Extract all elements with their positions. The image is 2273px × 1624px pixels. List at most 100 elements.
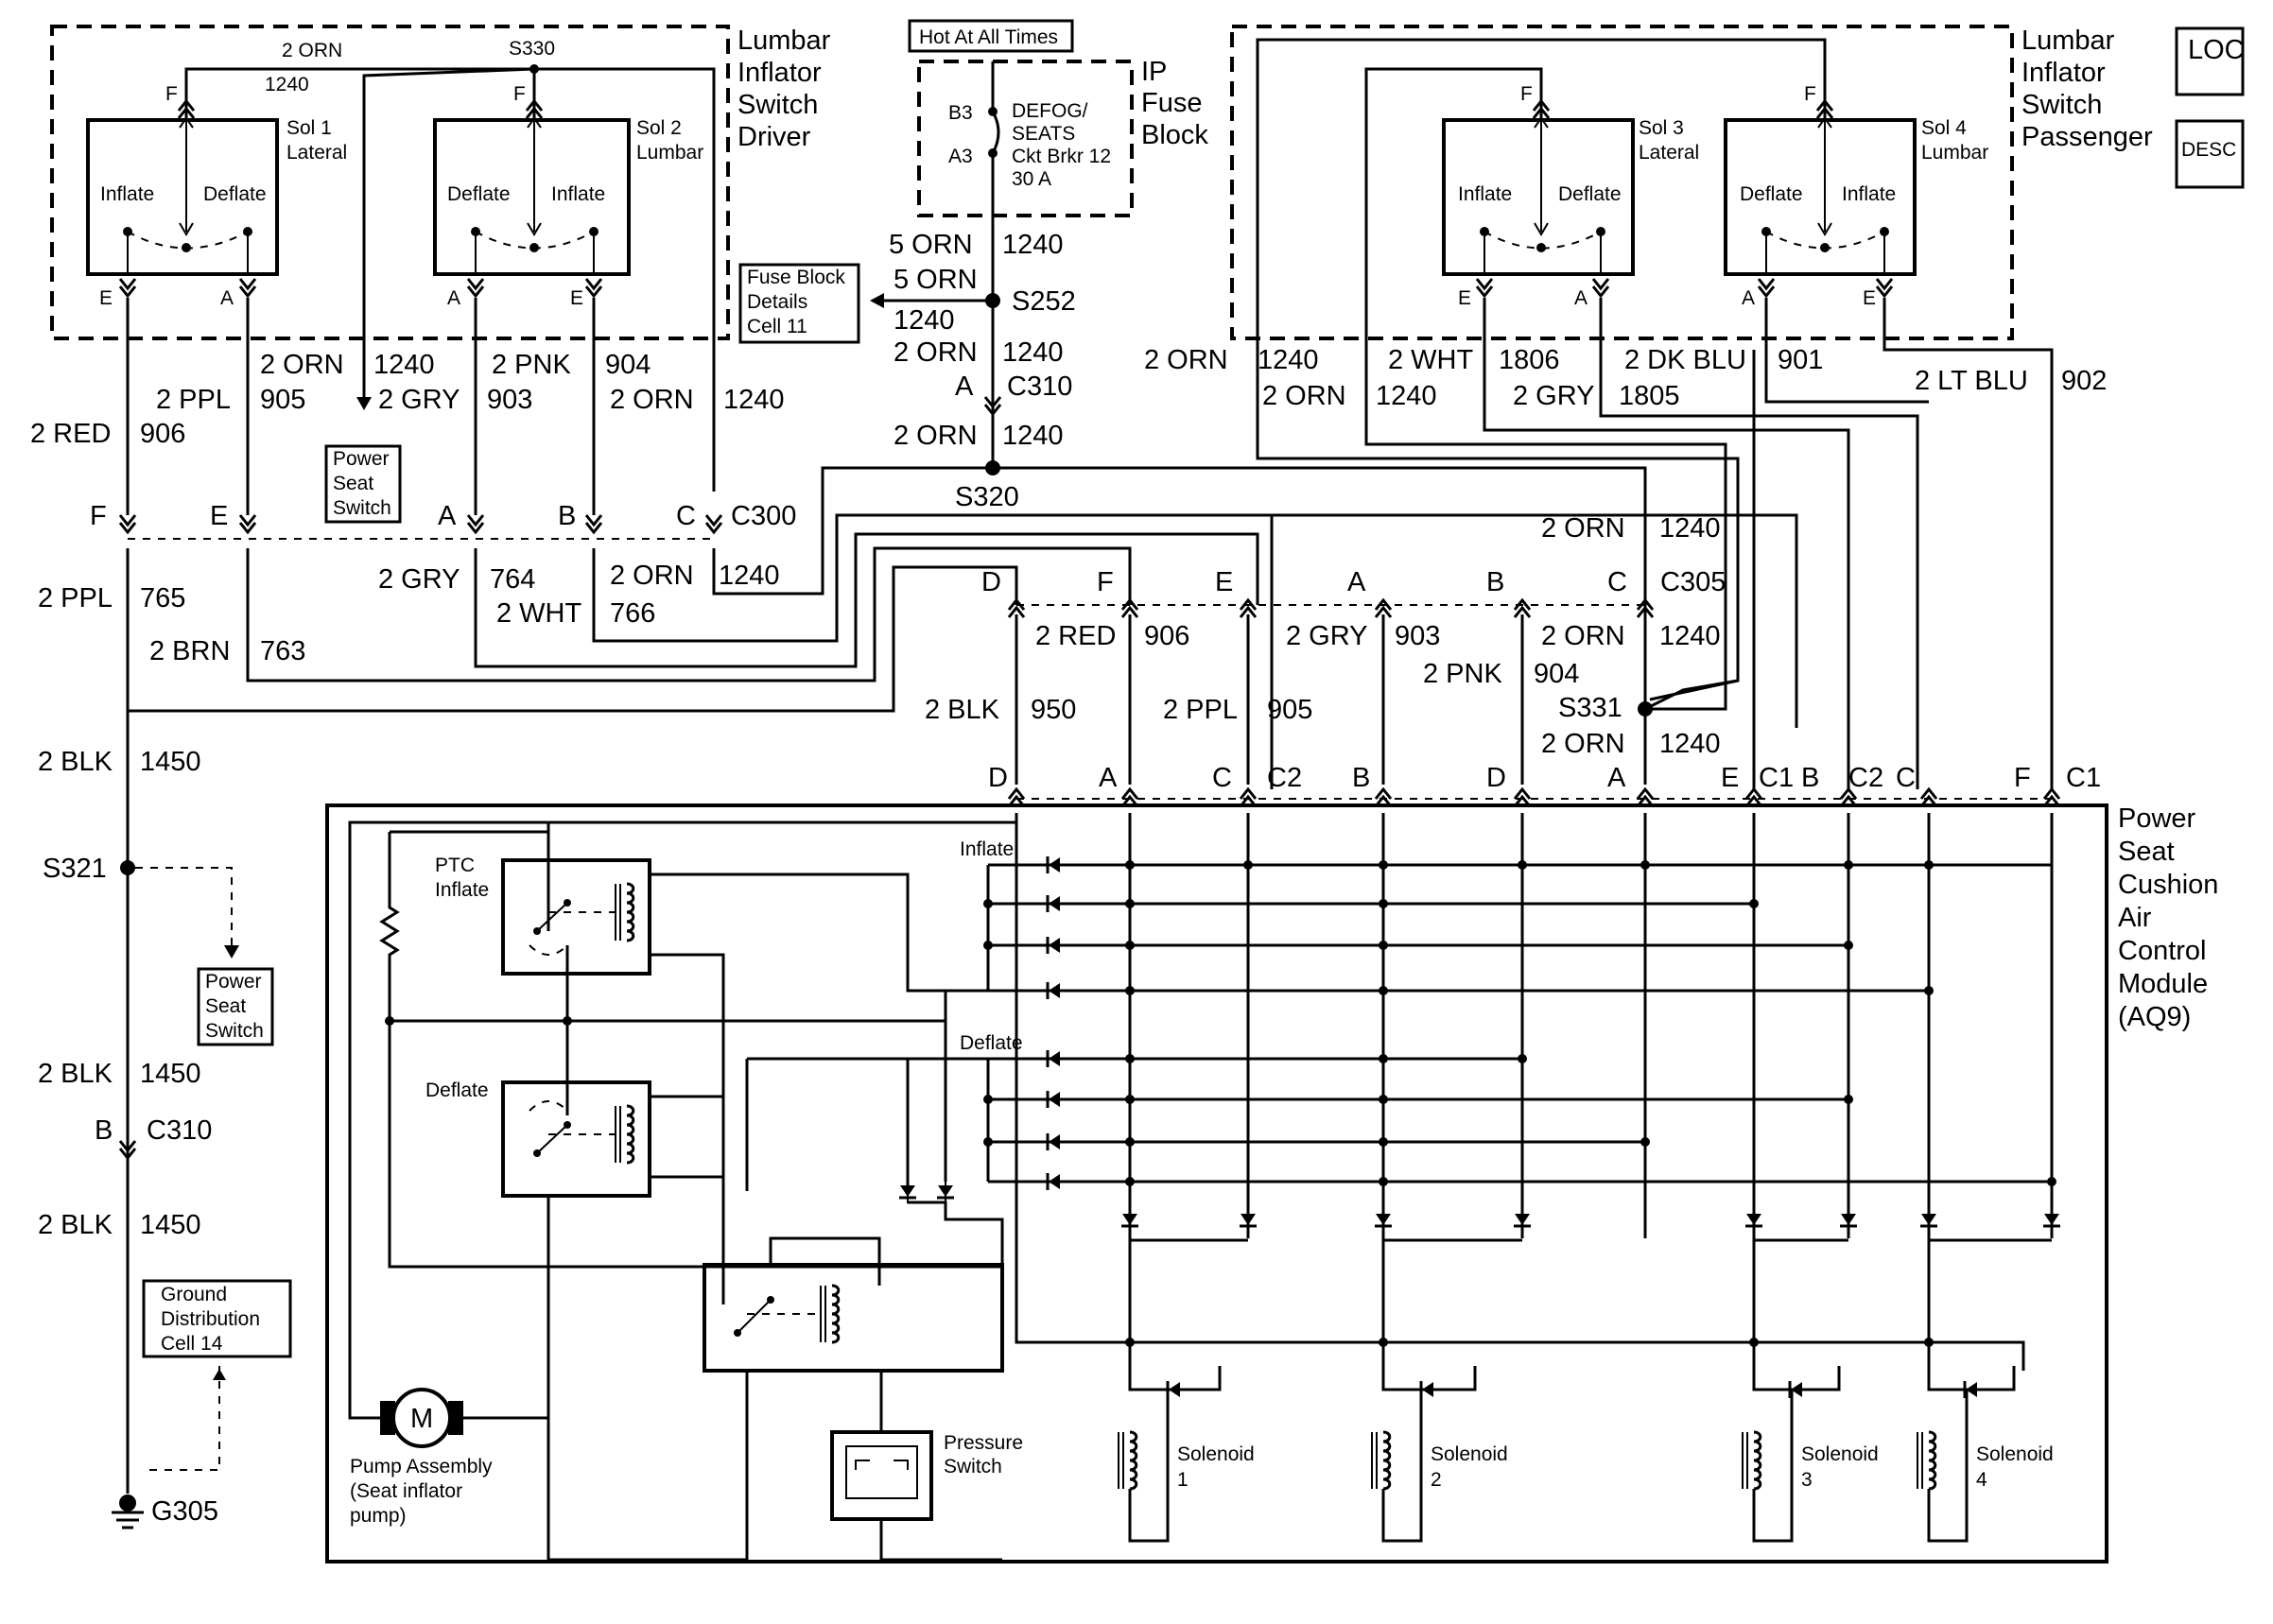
svg-text:1240: 1240 (719, 561, 780, 591)
sol4-box (1724, 118, 1917, 276)
svg-text:5 ORN: 5 ORN (894, 265, 978, 295)
svg-text:2 ORN: 2 ORN (894, 337, 978, 368)
svg-text:E: E (1458, 287, 1471, 309)
svg-text:Lumbar: Lumbar (737, 26, 831, 56)
svg-text:PTC: PTC (435, 855, 475, 876)
power-seat-switch-ref-2 (197, 967, 274, 1046)
svg-text:2 ORN: 2 ORN (1541, 513, 1625, 544)
svg-text:905: 905 (1267, 695, 1312, 725)
svg-text:904: 904 (605, 350, 651, 380)
fuse-block-details-ref (738, 263, 860, 344)
svg-text:1240: 1240 (1258, 345, 1319, 375)
passenger-switch-outline (1230, 25, 2014, 340)
svg-text:D: D (981, 567, 1001, 597)
svg-text:902: 902 (2061, 366, 2107, 396)
svg-text:Sol 1: Sol 1 (286, 117, 332, 139)
sol3-box (1442, 118, 1635, 276)
svg-text:2 LT BLU: 2 LT BLU (1915, 366, 2028, 396)
svg-text:Sol 3: Sol 3 (1639, 117, 1684, 139)
svg-text:D: D (988, 763, 1008, 793)
svg-text:905: 905 (260, 385, 305, 415)
svg-text:2 DK BLU: 2 DK BLU (1624, 345, 1746, 375)
svg-text:A: A (1347, 567, 1366, 597)
svg-text:C: C (1607, 567, 1627, 597)
svg-text:1450: 1450 (140, 747, 201, 777)
svg-text:30 A: 30 A (1012, 168, 1051, 190)
svg-text:Lateral: Lateral (1639, 142, 1699, 164)
motor-icon (391, 1388, 452, 1448)
power-seat-switch-ref-1 (324, 444, 402, 524)
svg-text:1240: 1240 (1659, 729, 1721, 759)
driver-switch-outline (50, 25, 730, 340)
loc-badge (2175, 26, 2245, 96)
svg-text:1240: 1240 (373, 350, 435, 380)
sol2-inflate-label: Inflate (551, 183, 605, 205)
svg-text:Hot At All Times: Hot At All Times (919, 26, 1058, 48)
svg-text:A: A (955, 371, 974, 402)
svg-text:G305: G305 (151, 1496, 218, 1527)
svg-text:2 GRY: 2 GRY (1513, 381, 1595, 411)
svg-text:2 ORN: 2 ORN (282, 40, 342, 61)
svg-text:C310: C310 (147, 1115, 212, 1146)
svg-text:Inflator: Inflator (2021, 58, 2106, 88)
svg-text:Sol 4: Sol 4 (1921, 117, 1967, 139)
svg-text:1240: 1240 (1002, 230, 1064, 260)
svg-text:2 ORN: 2 ORN (610, 385, 694, 415)
svg-text:1240: 1240 (723, 385, 785, 415)
sol3-inflate-label: Inflate (1458, 183, 1512, 205)
svg-text:904: 904 (1534, 659, 1579, 689)
svg-text:Lumbar: Lumbar (636, 142, 703, 164)
svg-text:A: A (447, 287, 460, 309)
svg-text:901: 901 (1778, 345, 1823, 375)
svg-text:F: F (1097, 567, 1114, 597)
svg-text:E: E (1863, 287, 1876, 309)
svg-text:Solenoid: Solenoid (1976, 1443, 2054, 1465)
svg-text:1806: 1806 (1499, 345, 1560, 375)
hot-at-all-times-tag (908, 19, 1074, 53)
svg-text:D: D (1486, 763, 1506, 793)
ip-fuse-block-outline (917, 60, 1134, 217)
svg-text:3: 3 (1801, 1469, 1813, 1491)
desc-badge (2175, 119, 2245, 189)
svg-text:Fuse Block: Fuse Block (747, 267, 845, 288)
svg-text:S252: S252 (1012, 286, 1076, 317)
svg-text:F: F (165, 83, 178, 105)
svg-text:2 GRY: 2 GRY (1286, 621, 1368, 651)
svg-text:Block: Block (1141, 120, 1208, 150)
svg-text:B: B (95, 1115, 113, 1146)
svg-text:B: B (1486, 567, 1504, 597)
svg-text:E: E (1721, 763, 1739, 793)
svg-text:Lateral: Lateral (286, 142, 347, 164)
svg-text:F: F (90, 501, 107, 531)
svg-text:2 BLK: 2 BLK (925, 695, 1000, 725)
svg-text:Solenoid: Solenoid (1801, 1443, 1879, 1465)
svg-text:IP: IP (1141, 57, 1167, 87)
inflate-bus-label: Inflate (960, 838, 1014, 860)
svg-text:766: 766 (610, 598, 655, 629)
svg-text:A: A (438, 501, 457, 531)
svg-text:2 ORN: 2 ORN (1144, 345, 1228, 375)
svg-text:Passenger: Passenger (2021, 122, 2153, 152)
svg-text:(Seat inflator: (Seat inflator (350, 1480, 462, 1502)
svg-text:2 BLK: 2 BLK (38, 747, 113, 777)
svg-text:Power: Power (205, 971, 262, 993)
svg-text:2 ORN: 2 ORN (260, 350, 344, 380)
svg-text:903: 903 (1395, 621, 1440, 651)
svg-text:Switch: Switch (2021, 90, 2102, 120)
svg-text:Seat: Seat (2118, 837, 2175, 867)
svg-text:Inflator: Inflator (737, 58, 822, 88)
sol4-deflate-label: Deflate (1740, 183, 1803, 205)
svg-text:A: A (220, 287, 234, 309)
svg-text:SEATS: SEATS (1012, 123, 1075, 145)
svg-text:1240: 1240 (1376, 381, 1437, 411)
svg-text:B: B (1352, 763, 1370, 793)
svg-text:1240: 1240 (265, 74, 309, 95)
svg-text:Cell 11: Cell 11 (747, 316, 807, 337)
svg-text:Control: Control (2118, 936, 2207, 966)
svg-text:2 PNK: 2 PNK (1423, 659, 1502, 689)
svg-text:1450: 1450 (140, 1059, 201, 1089)
svg-text:LOC: LOC (2188, 35, 2245, 65)
svg-text:2 BRN: 2 BRN (149, 636, 230, 666)
splice-s321 (120, 860, 135, 875)
svg-text:906: 906 (1144, 621, 1189, 651)
